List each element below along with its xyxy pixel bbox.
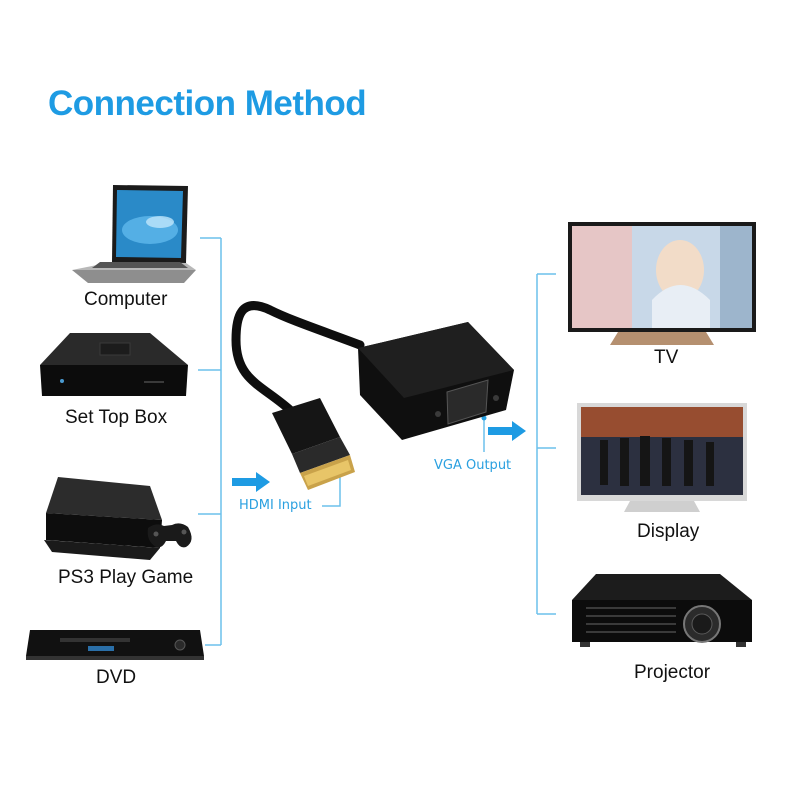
source-label-set-top-box: Set Top Box bbox=[65, 407, 168, 428]
output-label-tv: TV bbox=[654, 347, 679, 368]
source-label-computer: Computer bbox=[84, 289, 168, 310]
vga-output-label: VGA Output bbox=[434, 458, 512, 473]
source-label-dvd: DVD bbox=[96, 667, 137, 688]
hdmi-input-label: HDMI Input bbox=[239, 498, 312, 513]
source-label-ps3: PS3 Play Game bbox=[58, 567, 194, 588]
output-label-display: Display bbox=[637, 521, 700, 542]
page-title: Connection Method bbox=[48, 84, 367, 123]
arrow-icon bbox=[232, 421, 526, 492]
output-label-projector: Projector bbox=[634, 662, 711, 683]
